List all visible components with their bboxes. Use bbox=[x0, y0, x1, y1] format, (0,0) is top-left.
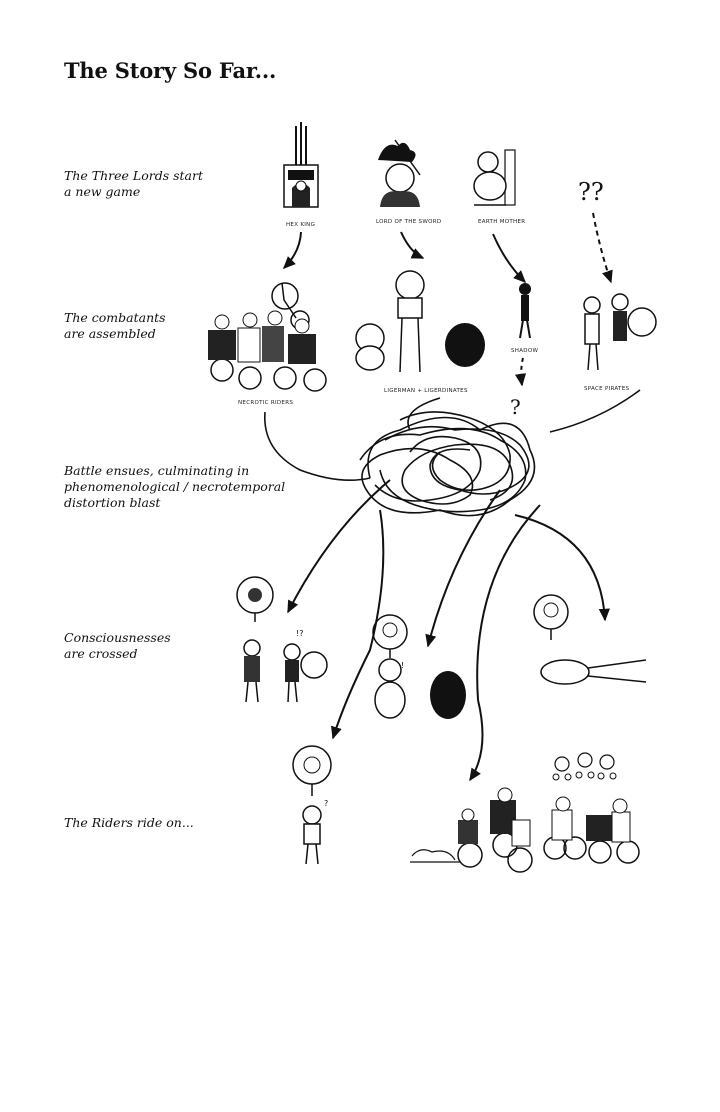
question-marks-icon: ?? bbox=[578, 178, 604, 206]
space-pirates-figure bbox=[583, 293, 657, 371]
caption-consciousnesses: Consciousnesses are crossed bbox=[64, 630, 171, 661]
crossed-pair-middle bbox=[372, 614, 466, 719]
label-necrotic-riders: NECROTIC RIDERS bbox=[238, 400, 293, 406]
shadow-figure bbox=[519, 283, 531, 339]
label-ligerman: LIGERMAN + LIGERDINATES bbox=[384, 388, 468, 394]
label-hex-king: HEX KING bbox=[286, 222, 315, 228]
battle-tangle bbox=[264, 389, 641, 517]
query-mark-icon: ? bbox=[324, 799, 328, 808]
label-earth-mother: EARTH MOTHER bbox=[478, 219, 525, 225]
hex-king-figure bbox=[283, 122, 319, 208]
label-space-pirates: SPACE PIRATES bbox=[584, 386, 629, 392]
earth-mother-figure bbox=[473, 149, 516, 206]
crossed-pair-left bbox=[236, 576, 328, 703]
label-lord-of-the-sword: LORD OF THE SWORD bbox=[376, 219, 441, 225]
crossed-pair-right bbox=[533, 594, 647, 685]
caption-riders: The Riders ride on... bbox=[64, 815, 194, 830]
surprise-mark-icon: !? bbox=[296, 629, 303, 638]
label-shadow: SHADOW bbox=[511, 348, 538, 354]
exclaim-mark-icon: ! bbox=[401, 661, 404, 670]
small-riders-figure bbox=[552, 752, 617, 781]
caption-combatants: The combatants are assembled bbox=[64, 310, 166, 341]
caption-battle: Battle ensues, culminating in phenomenol… bbox=[64, 463, 286, 510]
crossed-rider-figure bbox=[292, 745, 332, 865]
question-mark-icon: ? bbox=[510, 395, 521, 419]
ligerman-figure bbox=[355, 270, 485, 373]
necrotic-riders-figure bbox=[208, 282, 327, 392]
caption-three-lords: The Three Lords start a new game bbox=[64, 168, 203, 199]
lord-of-the-sword-figure bbox=[378, 139, 421, 207]
riders-group-figure bbox=[410, 787, 640, 873]
page-title: The Story So Far... bbox=[64, 58, 277, 83]
